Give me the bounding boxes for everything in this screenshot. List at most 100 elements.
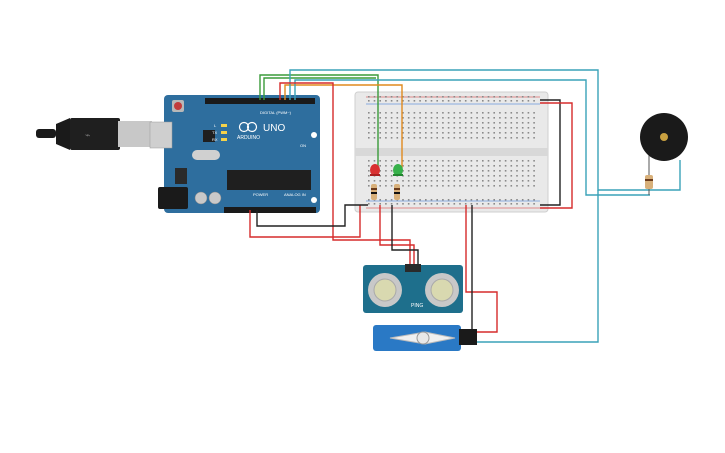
breadboard-hole: [425, 203, 427, 205]
breadboard-hole: [390, 199, 393, 201]
breadboard-hole: [447, 185, 450, 187]
breadboard-hole: [464, 112, 467, 114]
breadboard-hole: [430, 100, 433, 102]
breadboard-hole: [379, 199, 381, 201]
breadboard-hole: [425, 160, 427, 162]
breadboard-hole: [407, 112, 410, 114]
breadboard-hole: [521, 160, 524, 162]
piezo-buzzer[interactable]: [640, 113, 688, 161]
breadboard-hole: [476, 122, 478, 124]
breadboard-hole: [385, 122, 387, 124]
svg-text:⌁: ⌁: [85, 130, 90, 140]
wire-teal-buzzer[interactable]: [289, 69, 681, 191]
breadboard-hole: [453, 117, 456, 119]
breadboard-hole: [470, 137, 473, 139]
breadboard-hole: [510, 117, 513, 119]
breadboard-hole: [419, 132, 421, 134]
breadboard-hole: [442, 137, 444, 139]
breadboard-hole: [516, 170, 518, 172]
breadboard-hole: [476, 127, 478, 129]
breadboard-hole: [453, 100, 456, 102]
breadboard-hole: [493, 96, 495, 98]
breadboard-hole: [453, 132, 456, 134]
breadboard-hole: [436, 132, 438, 134]
breadboard-hole: [430, 185, 433, 187]
breadboard-hole: [436, 137, 438, 139]
breadboard-hole: [430, 132, 433, 134]
breadboard-hole: [504, 185, 507, 187]
arduino-uno-board[interactable]: L TX RX UNO ARDUINO DIGITAL (PWM~) POWER…: [149, 95, 320, 213]
breadboard-hole: [504, 165, 507, 167]
breadboard-hole: [436, 199, 438, 201]
breadboard-hole: [499, 180, 501, 182]
green-led[interactable]: [393, 164, 403, 176]
breadboard-hole: [413, 199, 416, 201]
breadboard-hole: [464, 199, 467, 201]
breadboard-hole: [499, 100, 501, 102]
breadboard-hole: [476, 160, 478, 162]
breadboard-hole: [447, 100, 450, 102]
breadboard-hole: [379, 175, 381, 177]
breadboard-hole: [533, 96, 535, 98]
breadboard-hole: [464, 185, 467, 187]
breadboard-hole: [442, 199, 444, 201]
breadboard-hole: [521, 203, 524, 205]
usb-cable[interactable]: ⌁: [36, 118, 166, 150]
resistor-red-led[interactable]: [371, 184, 377, 200]
breadboard-hole: [464, 122, 467, 124]
breadboard-hole: [476, 132, 478, 134]
breadboard-hole: [516, 160, 518, 162]
arduino-logo: [238, 121, 258, 133]
breadboard-hole: [379, 203, 381, 205]
breadboard-hole: [476, 185, 478, 187]
breadboard-hole: [499, 175, 501, 177]
breadboard-hole: [516, 117, 518, 119]
red-led[interactable]: [370, 164, 380, 176]
breadboard-hole: [504, 117, 507, 119]
breadboard-hole: [385, 203, 387, 205]
breadboard-hole: [453, 199, 456, 201]
breadboard-hole: [459, 117, 461, 119]
wire-green-led[interactable]: [259, 74, 379, 168]
breadboard-hole: [419, 170, 421, 172]
breadboard-hole: [368, 170, 370, 172]
servo-motor[interactable]: [373, 325, 477, 351]
breadboard-hole: [487, 199, 490, 201]
breadboard-hole: [504, 96, 507, 98]
breadboard-hole: [430, 117, 433, 119]
breadboard-hole: [499, 137, 501, 139]
breadboard-hole: [533, 175, 535, 177]
breadboard[interactable]: [354, 91, 549, 213]
breadboard-hole: [521, 127, 524, 129]
breadboard-hole: [379, 127, 381, 129]
wire-orange-led[interactable]: [284, 84, 403, 168]
breadboard-hole: [459, 160, 461, 162]
breadboard-hole: [430, 199, 433, 201]
breadboard-hole: [482, 199, 484, 201]
breadboard-hole: [453, 160, 456, 162]
breadboard-hole: [487, 117, 490, 119]
breadboard-hole: [516, 122, 518, 124]
breadboard-hole: [459, 100, 461, 102]
breadboard-hole: [521, 132, 524, 134]
breadboard-hole: [493, 117, 495, 119]
ultrasonic-sensor[interactable]: PING: [363, 264, 463, 313]
breadboard-hole: [407, 137, 410, 139]
wire-black-gnd[interactable]: [256, 204, 368, 227]
breadboard-hole: [447, 96, 450, 98]
breadboard-hole: [504, 112, 507, 114]
wire-teal-servo[interactable]: [475, 190, 599, 343]
breadboard-hole: [453, 127, 456, 129]
breadboard-hole: [493, 160, 495, 162]
breadboard-hole: [430, 165, 433, 167]
resistor-green-led[interactable]: [394, 184, 400, 200]
breadboard-hole: [459, 122, 461, 124]
breadboard-hole: [516, 199, 518, 201]
reset-button[interactable]: [174, 102, 182, 110]
breadboard-hole: [521, 199, 524, 201]
breadboard-hole: [533, 180, 535, 182]
on-label: ON: [300, 143, 306, 148]
breadboard-hole: [493, 137, 495, 139]
breadboard-hole: [476, 96, 478, 98]
wire-red-5v[interactable]: [279, 82, 411, 264]
